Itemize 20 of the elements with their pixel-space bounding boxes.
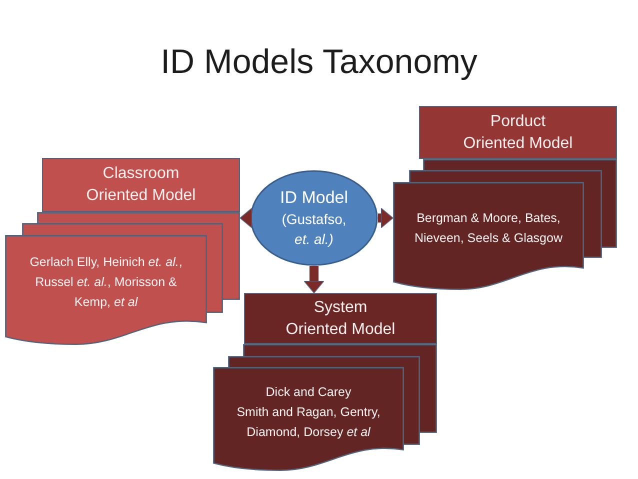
model-title: ID Model xyxy=(280,187,348,209)
document-stack xyxy=(5,212,240,345)
header-text: Classroom Oriented Model xyxy=(85,164,197,206)
document-stack xyxy=(393,159,617,290)
model-author: (Gustafso, et. al.) xyxy=(280,210,348,249)
document-stack xyxy=(213,344,437,471)
header-text: System Oriented Model xyxy=(284,298,396,340)
arrow xyxy=(240,208,252,228)
page-title: ID Models Taxonomy xyxy=(160,42,478,83)
arrow xyxy=(304,266,324,294)
category-header xyxy=(42,158,240,212)
model-ellipse xyxy=(250,170,378,266)
header-text: Porduct Oriented Model xyxy=(462,112,574,154)
category-header xyxy=(419,106,617,159)
category-header xyxy=(244,293,437,344)
author-list: Gerlach Elly, Heinich et. al., Russel et. al., Morisson & Kemp, et al xyxy=(23,252,189,312)
arrow xyxy=(378,208,394,228)
author-list: Smith and Ragan, Gentry, Diamond, Dorsey et al xyxy=(219,402,398,442)
author-list: Dick and Carey xyxy=(266,382,352,402)
author-list: Bergman & Moore, Bates, Nieveen, Seels & Glasgow xyxy=(399,208,578,248)
